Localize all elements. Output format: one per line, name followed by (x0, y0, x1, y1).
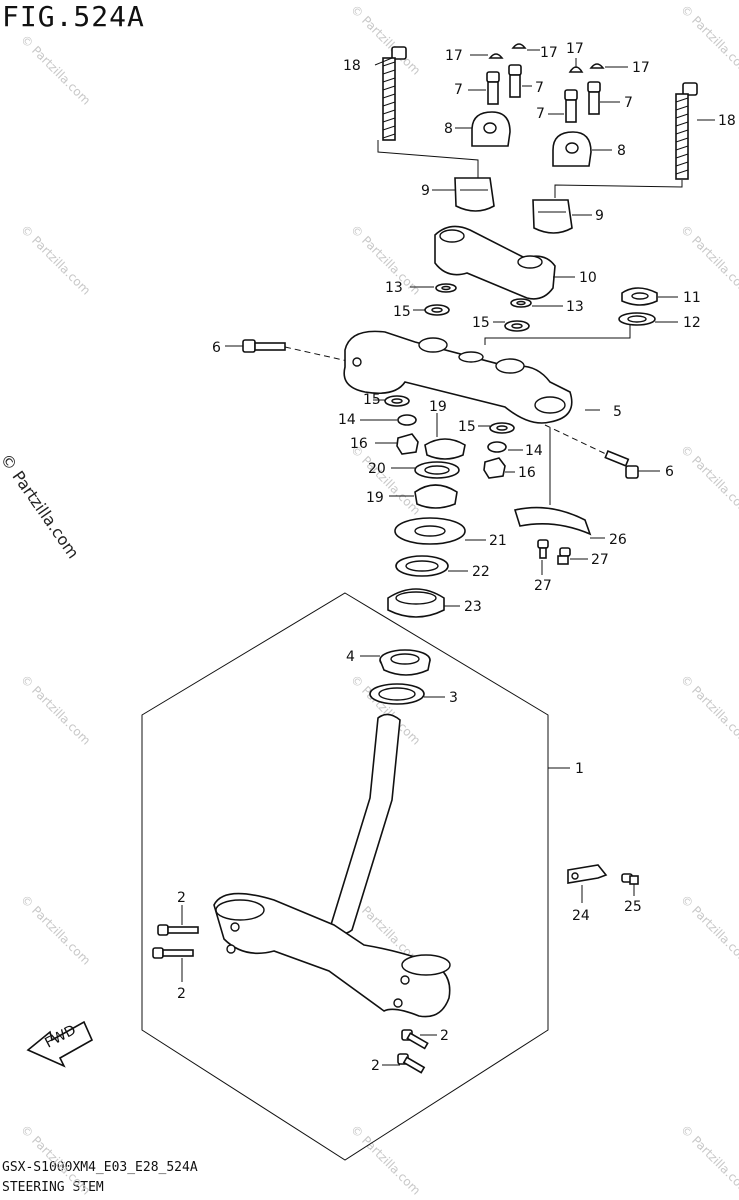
callout: 15 (363, 392, 381, 408)
callout: 15 (458, 419, 476, 435)
callout: 7 (454, 82, 463, 98)
callout: 8 (444, 121, 453, 137)
callout: 6 (665, 464, 674, 480)
callout: 19 (366, 490, 384, 506)
cap-17 (488, 43, 605, 73)
callout: 8 (617, 143, 626, 159)
callout: 2 (177, 986, 186, 1002)
callout: 27 (534, 578, 552, 594)
callout: 16 (518, 465, 536, 481)
callout: 22 (472, 564, 490, 580)
callout: 24 (572, 908, 590, 924)
watermark: © Partzilla.com (18, 672, 93, 747)
callout: 5 (613, 404, 622, 420)
watermark: © Partzilla.com (18, 32, 93, 107)
callout: 15 (393, 304, 411, 320)
cover-23 (387, 588, 445, 618)
washer-12 (618, 312, 656, 326)
callout: 3 (449, 690, 458, 706)
callout: 1 (575, 761, 584, 777)
callout: 25 (624, 899, 642, 915)
callout: 12 (683, 315, 701, 331)
callout: 17 (632, 60, 650, 76)
watermark: © Partzilla.com (18, 222, 93, 297)
watermark: © Partzilla.com (678, 892, 739, 967)
washers-lower (384, 395, 515, 453)
holder-9 (454, 177, 573, 234)
bolt-25 (621, 873, 639, 885)
callout: 2 (371, 1058, 380, 1074)
steering-stem-1 (213, 713, 451, 1018)
callout: 19 (429, 399, 447, 415)
callout: 17 (540, 45, 558, 61)
callout: 18 (343, 58, 361, 74)
callout: 13 (566, 299, 584, 315)
callout: 7 (536, 106, 545, 122)
dust-seal-19 (414, 438, 466, 509)
callout: 26 (609, 532, 627, 548)
bolt-18-left (382, 46, 407, 141)
figure-code: GSX-S1000XM4_E03_E28_524A (2, 1160, 198, 1175)
figure-title: FIG.524A (2, 0, 145, 33)
callout-labels: 18 18 17 17 17 17 7 7 7 7 8 8 9 9 10 11 … (177, 41, 736, 1074)
nut-16 (396, 433, 506, 479)
seal-3 (369, 683, 425, 705)
watermark: © Partzilla.com (678, 222, 739, 297)
callout: 7 (535, 80, 544, 96)
callout: 11 (683, 290, 701, 306)
washer-21 (394, 517, 466, 545)
upper-bracket-5 (343, 330, 573, 424)
bracket-24 (567, 864, 608, 884)
callout: 2 (177, 890, 186, 906)
callout: 21 (489, 533, 507, 549)
callout: 15 (472, 315, 490, 331)
callout: 14 (338, 412, 356, 428)
callout: 6 (212, 340, 221, 356)
watermark: © Partzilla.com (18, 1122, 93, 1197)
bracket-10 (434, 225, 556, 300)
watermark: © Partzilla.com (348, 442, 423, 517)
watermark: © Partzilla.com (18, 892, 93, 967)
assembly-frame (141, 592, 549, 1161)
watermark: © Partzilla.com (678, 1122, 739, 1197)
bolt-27 (537, 539, 571, 565)
watermark: © Partzilla.com (678, 442, 739, 517)
callout: 10 (579, 270, 597, 286)
seal-22 (395, 555, 449, 577)
bolt-7 (486, 64, 601, 123)
callout: 7 (624, 95, 633, 111)
callout: 18 (718, 113, 736, 129)
callout: 17 (566, 41, 584, 57)
bolt-6 (242, 339, 639, 479)
callout: 27 (591, 552, 609, 568)
callout: 17 (445, 48, 463, 64)
cover-26 (513, 506, 592, 536)
washer-20 (414, 461, 460, 479)
callout: 20 (368, 461, 386, 477)
callout: 16 (350, 436, 368, 452)
fwd-arrow-icon: FWD (26, 1020, 94, 1068)
watermark-layer: © Partzilla.com © Partzilla.com © Partzi… (18, 2, 739, 1197)
nut-11 (621, 287, 658, 306)
callout: 2 (440, 1028, 449, 1044)
figure-name: STEERING STEM (2, 1180, 104, 1195)
bolt-2 (152, 924, 429, 1074)
washer-13-15 (424, 283, 532, 332)
callout: 9 (595, 208, 604, 224)
callout: 4 (346, 649, 355, 665)
bolt-18-right (675, 82, 698, 180)
callout: 14 (525, 443, 543, 459)
clamp-8 (471, 111, 592, 167)
watermark: © Partzilla.com (678, 672, 739, 747)
watermark: © Partzilla.com (678, 2, 739, 77)
callout: 13 (385, 280, 403, 296)
callout: 23 (464, 599, 482, 615)
bearing-4 (379, 649, 431, 676)
callout: 9 (421, 183, 430, 199)
